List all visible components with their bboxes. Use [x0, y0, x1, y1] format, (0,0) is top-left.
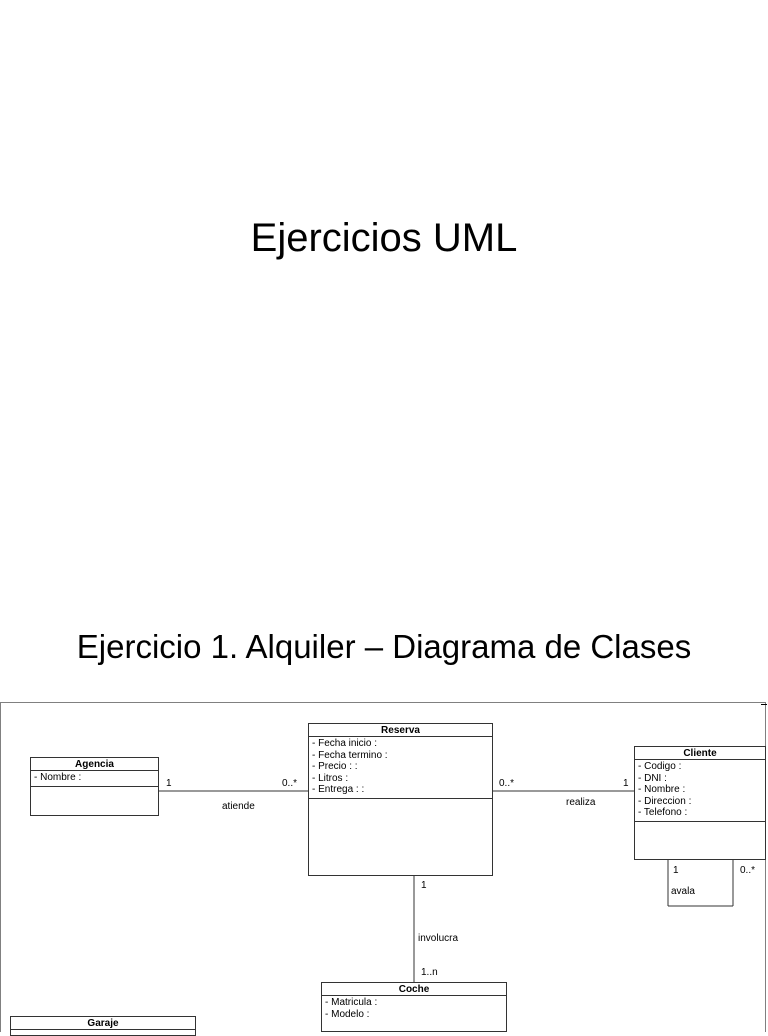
mult-avala-left: 1: [673, 865, 679, 876]
diagram-frame: [0, 702, 766, 1032]
attribute: - Telefono :: [638, 807, 688, 818]
mult-coche-involucra: 1..n: [421, 967, 438, 978]
attribute: - Fecha inicio :: [312, 738, 378, 749]
class-coche: Coche - Matricula : - Modelo :: [321, 982, 507, 1032]
attribute: - DNI :: [638, 772, 667, 784]
attribute: - Precio : :: [312, 761, 358, 772]
class-reserva: Reserva - Fecha inicio : - Fecha termino…: [308, 723, 493, 876]
attribute: - Codigo :: [638, 761, 682, 772]
mult-reserva-realiza: 0..*: [499, 778, 515, 789]
attribute: - Nombre :: [638, 784, 686, 795]
mult-reserva-involucra: 1: [421, 880, 427, 891]
class-name: Cliente: [635, 747, 765, 760]
mult-avala-right: 0..*: [740, 865, 756, 876]
class-name: Agencia: [31, 758, 158, 771]
class-attributes: - Matricula : - Modelo :: [322, 996, 506, 1022]
slide-subtitle: Ejercicio 1. Alquiler – Diagrama de Clas…: [76, 628, 692, 665]
mult-agencia-atiende: 1: [166, 778, 172, 789]
slide-title: Ejercicios UML: [250, 216, 518, 260]
assoc-label-realiza: realiza: [566, 797, 596, 808]
attribute: - Litros :: [312, 772, 349, 784]
attribute: - Fecha termino :: [312, 749, 388, 761]
attribute: - Modelo :: [325, 1008, 370, 1020]
attribute: - Entrega : :: [312, 784, 365, 795]
frame-corner-mark: [761, 704, 767, 705]
class-agencia: Agencia - Nombre :: [30, 757, 159, 816]
assoc-label-atiende: atiende: [222, 801, 255, 812]
mult-cliente-realiza: 1: [623, 778, 629, 789]
attribute: - Nombre :: [34, 772, 82, 783]
attribute: - Matricula :: [325, 997, 378, 1008]
attribute: - Direccion :: [638, 795, 692, 807]
class-cliente: Cliente - Codigo : - DNI : - Nombre : - …: [634, 746, 766, 860]
class-name: Coche: [322, 983, 506, 996]
class-attributes: - Codigo : - DNI : - Nombre : - Direccio…: [635, 760, 765, 822]
class-attributes: - Nombre :: [31, 771, 158, 787]
class-garaje: Garaje: [10, 1016, 196, 1036]
class-name: Reserva: [309, 724, 492, 737]
mult-reserva-atiende: 0..*: [282, 778, 298, 789]
assoc-label-avala: avala: [671, 886, 695, 897]
class-attributes: - Fecha inicio : - Fecha termino : - Pre…: [309, 737, 492, 799]
assoc-label-involucra: involucra: [418, 933, 459, 944]
